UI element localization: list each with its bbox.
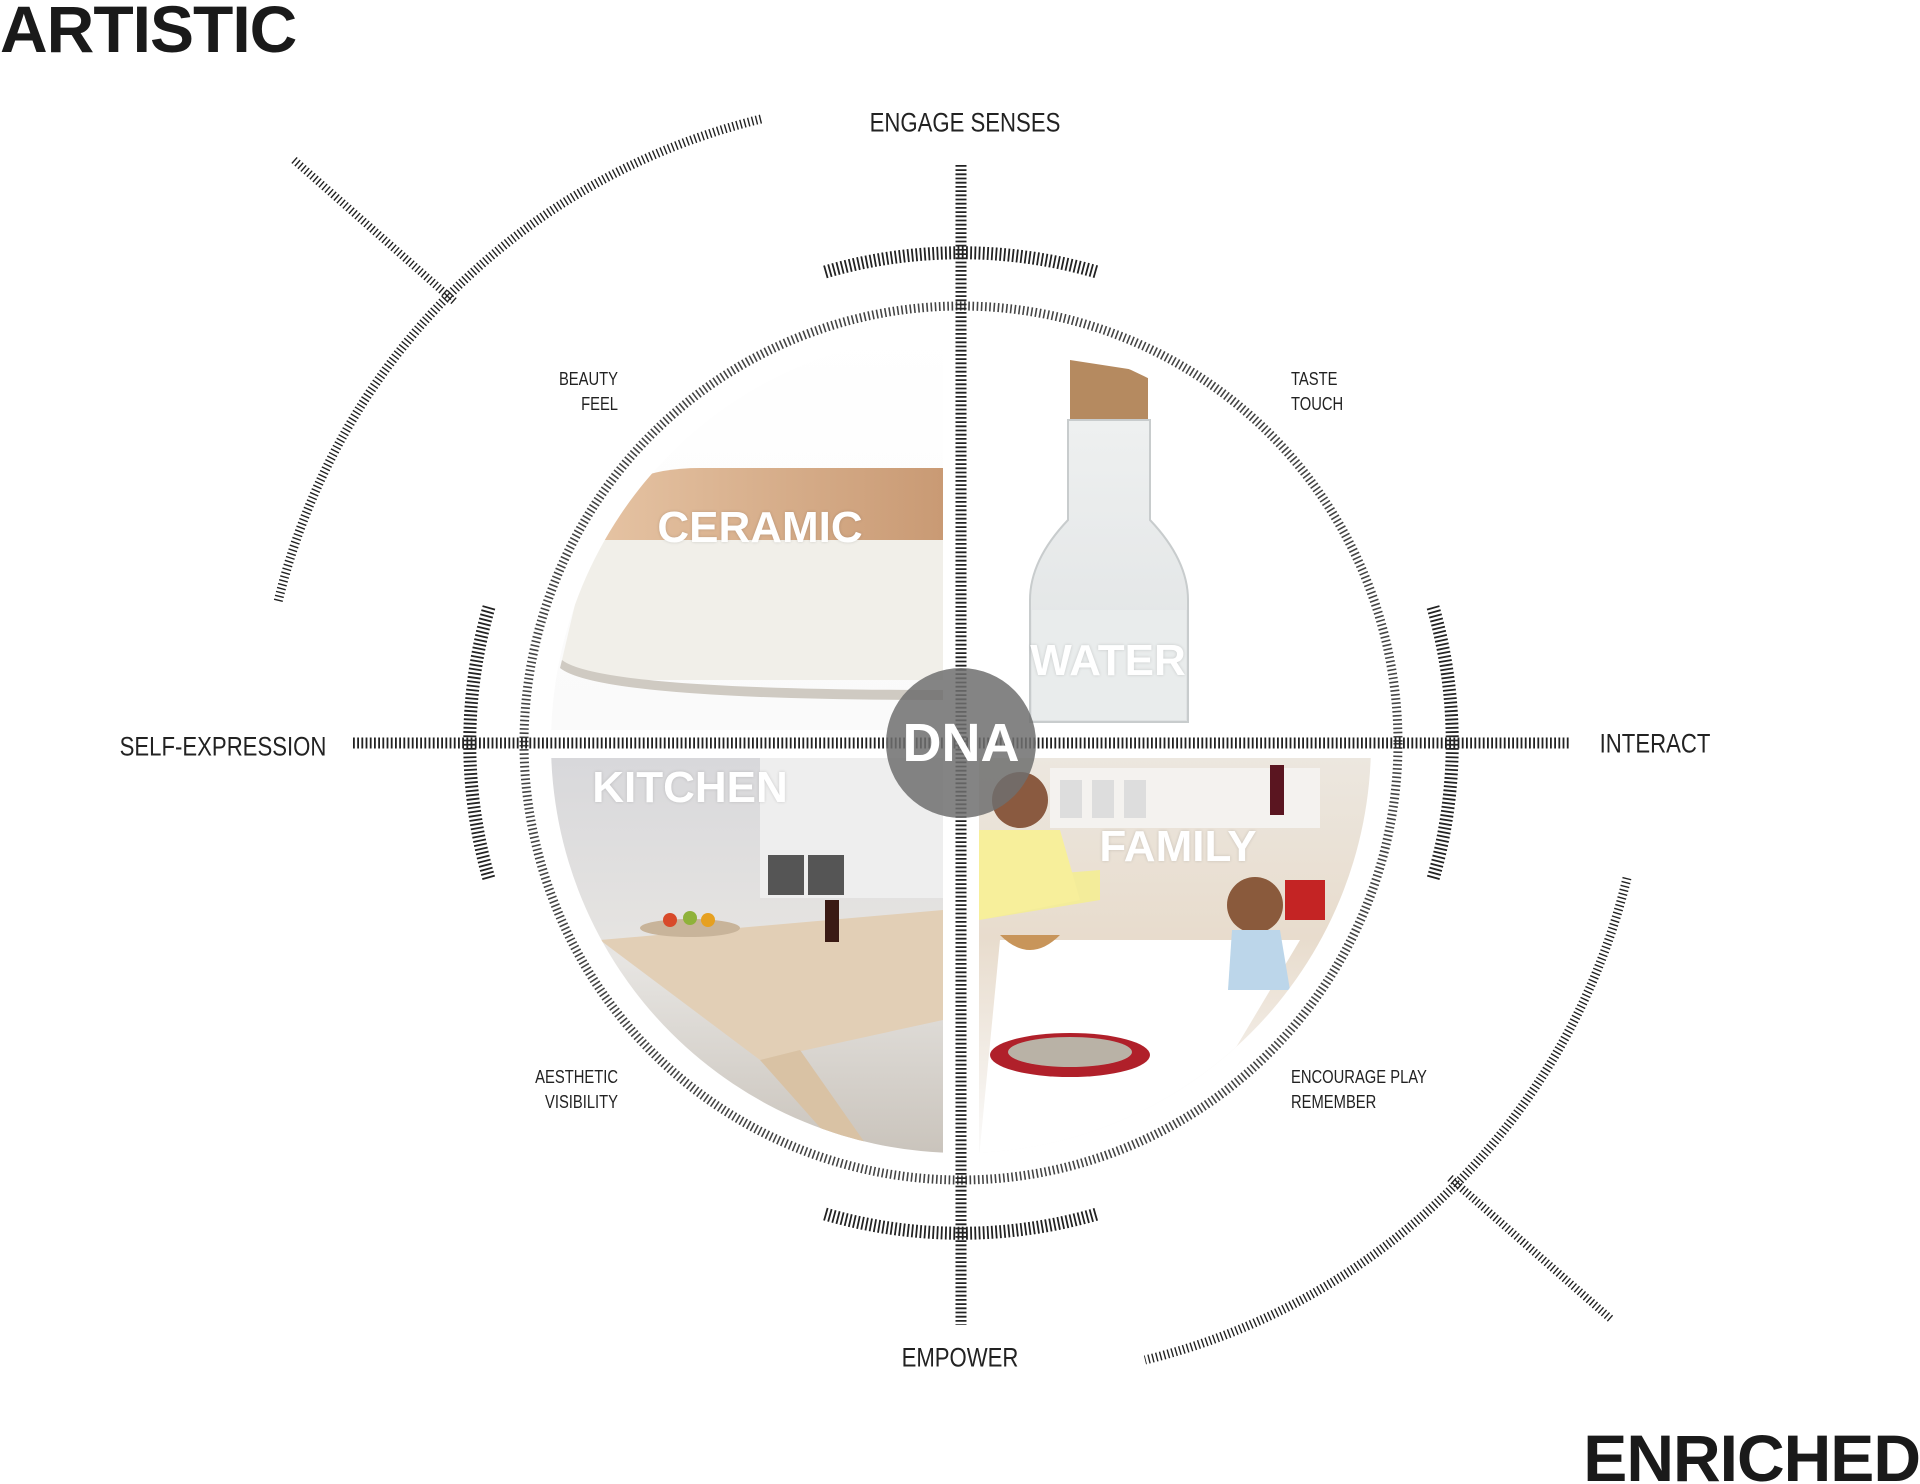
arc-left [463,605,496,881]
axis-label-top: ENGAGE SENSES [869,107,1061,138]
ceramic-image [551,333,943,730]
quadrant-notes-kitchen: AESTHETIC VISIBILITY [535,1065,618,1115]
note: TASTE [1291,369,1338,389]
quadrant-notes-water: TASTE TOUCH [1291,367,1343,417]
main-ring [519,301,1403,1185]
corner-label-artistic: ARTISTIC [0,0,297,66]
quadrant-notes-ceramic: BEAUTY FEEL [559,367,618,417]
note: TOUCH [1291,394,1344,414]
note: FEEL [581,394,618,414]
note: VISIBILITY [544,1092,618,1112]
arc-top [823,246,1099,279]
note: BEAUTY [558,369,618,389]
quadrant-label-family: FAMILY [1099,822,1257,871]
cross-bottom-right [1447,1174,1615,1324]
arc-right [1426,605,1459,881]
note: ENCOURAGE PLAY [1291,1067,1427,1087]
quadrant-label-ceramic: CERAMIC [657,503,863,552]
cross-top-left [291,157,458,305]
hatched-lines [273,114,1632,1365]
outer-arc-top-left [273,114,763,604]
arc-bottom [823,1207,1099,1240]
note: AESTHETIC [535,1067,618,1087]
axis-label-bottom: EMPOWER [901,1342,1019,1373]
center-label-dna: DNA [902,713,1020,773]
axis-label-right: INTERACT [1599,728,1711,759]
corner-label-enriched: ENRICHED [1583,1421,1920,1484]
axis-label-left: SELF-EXPRESSION [119,731,327,762]
quadrant-label-kitchen: KITCHEN [592,763,788,812]
center-circle [886,668,1036,818]
note: REMEMBER [1291,1092,1377,1112]
quadrant-label-water: WATER [1030,636,1186,685]
quadrant-notes-family: ENCOURAGE PLAY REMEMBER [1291,1065,1427,1115]
